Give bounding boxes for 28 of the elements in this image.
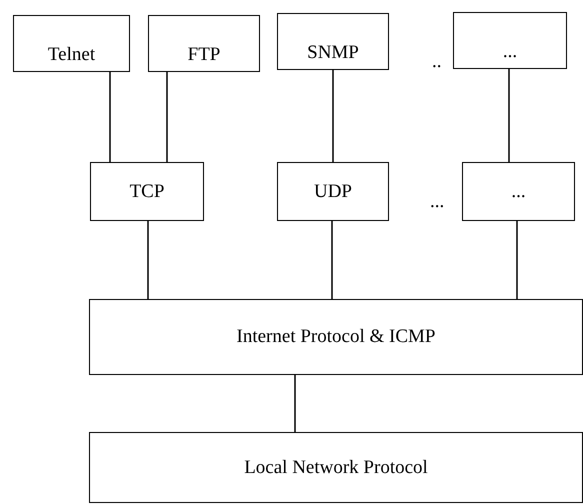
box-label: Local Network Protocol <box>244 456 428 480</box>
connector-line <box>294 375 296 432</box>
connector-line <box>109 72 111 162</box>
protocol-box <box>89 299 583 375</box>
protocol-box <box>277 162 389 221</box>
box-label: Telnet <box>48 43 96 67</box>
connector-line <box>166 72 168 162</box>
protocol-box <box>277 13 389 70</box>
box-label: Internet Protocol & ICMP <box>236 325 436 349</box>
connector-line <box>508 69 510 162</box>
protocol-box <box>90 162 204 221</box>
box-label: ... <box>511 180 526 204</box>
ellipsis-label: ... <box>430 190 444 214</box>
connector-line <box>331 221 333 299</box>
box-label: ... <box>502 40 518 64</box>
box-label: TCP <box>130 180 164 204</box>
box-label: FTP <box>188 43 220 67</box>
protocol-box <box>462 162 575 221</box>
protocol-box <box>148 15 260 72</box>
connector-line <box>332 70 334 162</box>
protocol-box <box>13 15 130 72</box>
box-label: UDP <box>314 180 352 204</box>
connector-line <box>516 221 518 299</box>
connector-line <box>147 221 149 299</box>
box-label: SNMP <box>307 41 359 65</box>
protocol-box <box>453 12 567 69</box>
ellipsis-label: .. <box>432 50 442 74</box>
protocol-box <box>89 432 583 503</box>
